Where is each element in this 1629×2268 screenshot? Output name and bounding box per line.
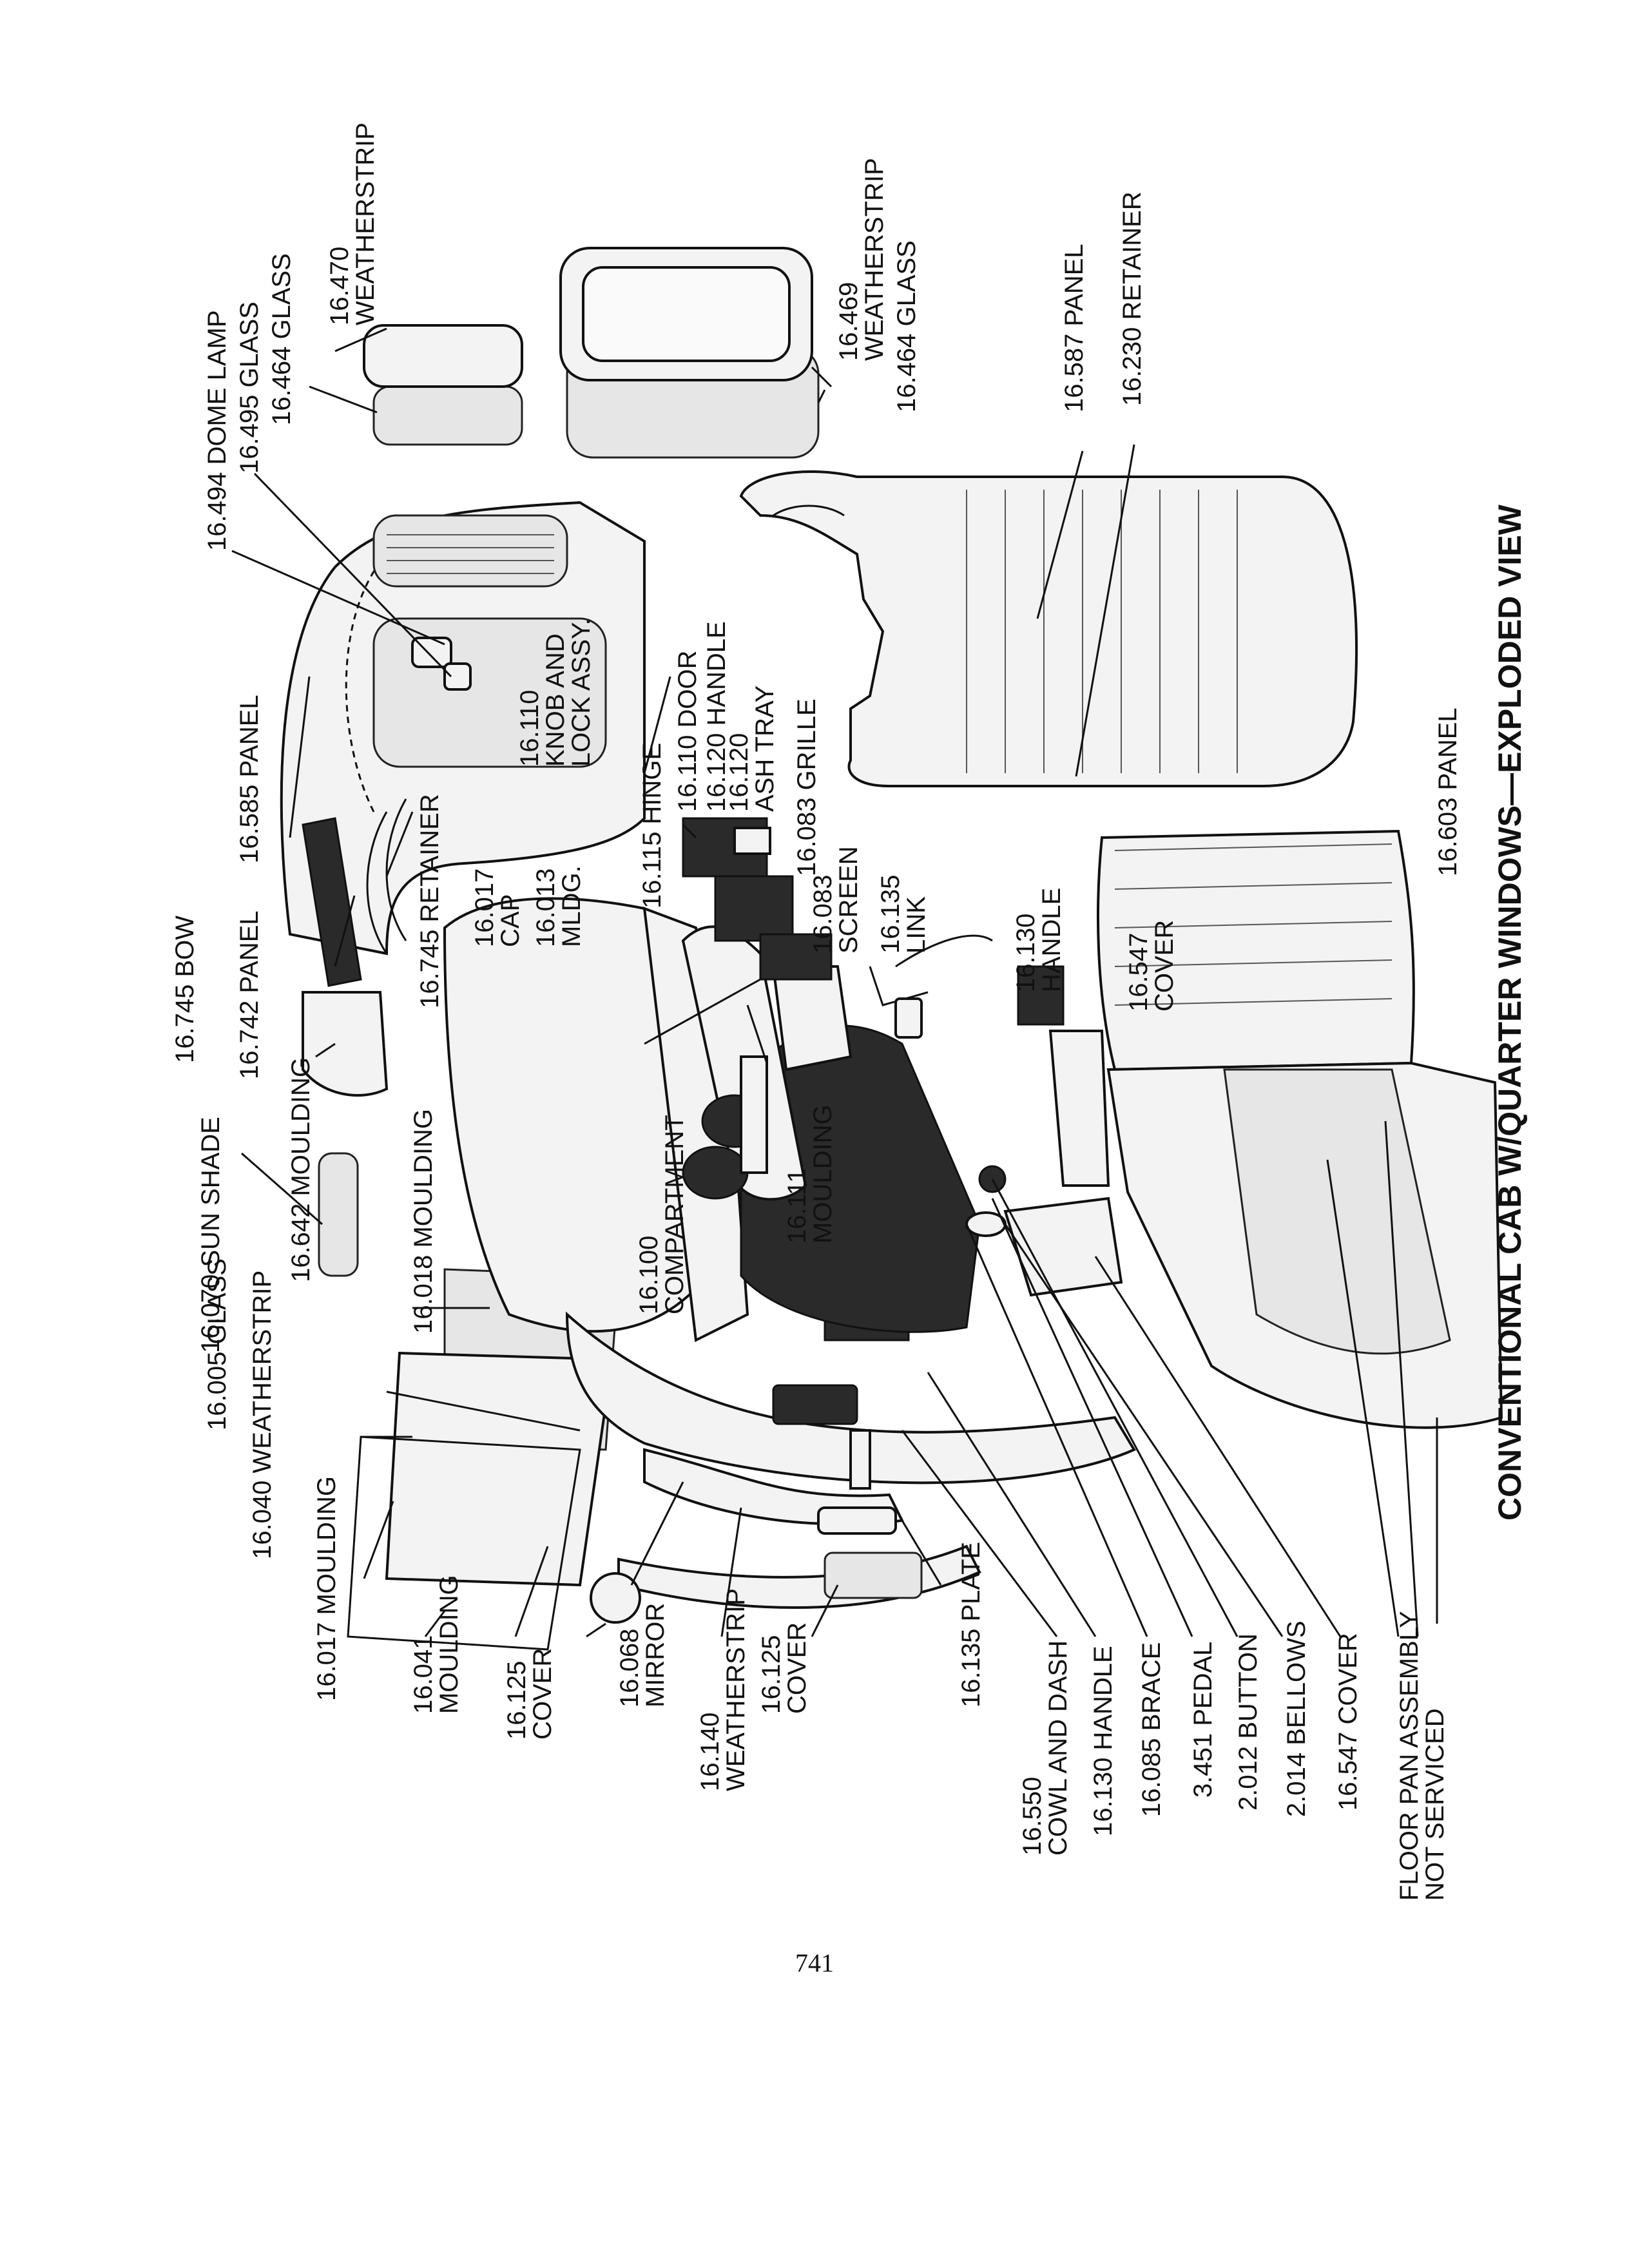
callout-16070: 16.070 SUN SHADE [197,1117,225,1353]
callout-16017-moulding: 16.017 MOULDING [313,1476,341,1701]
callout-16140: 16.140WEATHERSTRIP [696,1588,750,1791]
rear-window-large [559,247,820,459]
sill [617,1544,981,1609]
plate-16135 [849,1429,871,1490]
callout-3451: 3.451 PEDAL [1189,1642,1217,1798]
cowl-and-dash-16550 [443,897,1136,1526]
panel-16742 [302,991,389,1097]
handle-16130 [895,934,993,968]
callout-16550: 16.550COWL AND DASH [1018,1640,1072,1856]
pedal-3451 [894,997,923,1039]
callout-16745-retainer: 16.745 RETAINER [416,794,444,1008]
callout-16464b: 16.464 GLASS [892,240,921,412]
callout-16745-bow: 16.745 BOW [171,916,199,1063]
compartment-16100 [771,965,853,1072]
callout-16547-cover: 16.547COVER [1124,920,1179,1012]
callout-16603: 16.603 PANEL [1434,707,1462,876]
windshield-assembly [347,1268,620,1651]
cover-16547a [1003,1196,1123,1297]
cover-16125b [824,1552,923,1599]
ash-tray-16120 [733,827,771,855]
parts-illustration [280,247,1503,1651]
callout-16130-b: 16.130 HANDLE [1089,1646,1117,1836]
callout-16585: 16.585 PANEL [235,695,264,863]
callout-16470: 16.470WEATHERSTRIP [325,122,380,325]
leader-lines [231,327,1438,1638]
glass-16495 [443,662,472,691]
floor-pan-assembly [965,829,1503,1429]
callout-16230: 16.230 RETAINER [1118,191,1146,406]
moulding-16111 [740,1055,768,1174]
link-16135 [869,966,929,1006]
screen-16083 [759,933,833,981]
page-number: 741 [795,1948,834,1977]
diagram-title: CONVENTIONAL CAB W/QUARTER WINDOWS—EXPLO… [1492,504,1528,1521]
sun-shade-16070 [318,1152,359,1277]
weatherstrip-16470 [363,324,523,388]
callout-16742: 16.742 PANEL [235,910,264,1079]
callout-16041: 16.041MOULDING [409,1575,463,1714]
callout-16068: 16.068MIRROR [615,1603,670,1707]
callout-16115: 16.115 HINGE [638,743,666,908]
callout-16587: 16.587 PANEL [1060,244,1088,412]
callout-16469: 16.469WEATHERSTRIP [834,158,889,361]
callout-16120-handle: 16.120 HANDLE [702,621,731,812]
callout-16495: 16.495 GLASS [235,302,264,474]
roof-panel-16585 [280,501,646,956]
callout-16085: 16.085 BRACE [1137,1642,1166,1817]
callout-16547-b: 16.547 COVER [1334,1633,1362,1811]
back-panel-16587 [739,470,1358,787]
callout-16100: 16.100COMPARTMENT [635,1115,689,1314]
callout-16110-knob: 16.110KNOB ANDLOCK ASSY. [516,618,595,767]
callout-16040: 16.040 WEATHERSTRIP [248,1271,276,1559]
callout-16125b: 16.125COVER [757,1622,811,1714]
cover-16547b [1017,965,1065,1026]
callout-16110-door: 16.110 DOOR [673,651,702,812]
callout-16017-cap: 16.017CAP [470,869,525,947]
callout-16018: 16.018 MOULDING [409,1109,438,1334]
callout-2012: 2.012 BUTTON [1234,1633,1262,1811]
callout-16125a: 16.125COVER [503,1648,557,1740]
callout-16120-ashtray: 16.120ASH TRAY [725,686,779,812]
callout-16494: 16.494 DOME LAMP [203,311,231,552]
weatherstrip-16040 [385,1351,614,1587]
mirror-16068 [590,1572,641,1624]
callout-16464a: 16.464 GLASS [267,253,296,425]
callout-2014: 2.014 BELLOWS [1282,1620,1311,1817]
callout-16130-handle: 16.130HANDLE [1012,888,1066,992]
weatherstrip-16140 [817,1506,897,1535]
callout-16135-link: 16.135LINK [876,875,930,954]
rear-window-small [363,324,523,446]
callout-16005: 16.005 GLASS [203,1258,231,1430]
callout-16083-grille: 16.083 GRILLE [793,698,821,876]
callout-16135-plate: 16.135 PLATE [957,1542,985,1707]
callout-16642: 16.642 MOULDING [287,1057,315,1282]
glass-16464-small [372,385,523,446]
callout-16013: 16.013MLDG. [532,865,586,947]
grille-16083 [714,875,794,942]
callout-16111: 16.111MOULDING [783,1104,837,1244]
callout-floor-pan: FLOOR PAN ASSEMBLYNOT SERVICED [1395,1611,1449,1901]
moulding-16017 [347,1436,581,1651]
callout-labels: 16.470WEATHERSTRIP 16.494 DOME LAMP 16.4… [171,122,1528,1977]
bow-16745 [302,798,407,987]
callout-16083-screen: 16.083SCREEN [809,846,863,954]
